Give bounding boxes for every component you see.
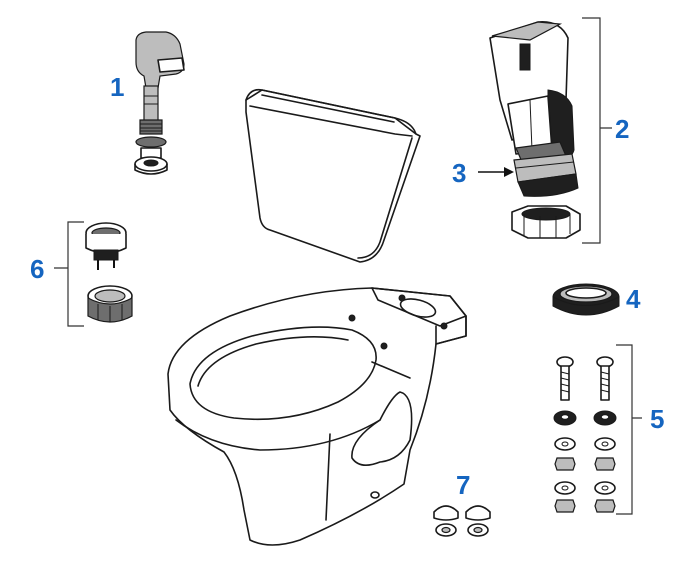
bracket-part-6 (54, 221, 84, 327)
arrow-part-3 (478, 167, 514, 177)
push-button-part (85, 222, 133, 323)
callout-6: 6 (30, 254, 45, 284)
callout-4: 4 (626, 284, 641, 314)
bracket-part-5 (616, 344, 642, 515)
callout-2: 2 (615, 114, 630, 144)
toilet-tank (245, 88, 421, 263)
toilet-bowl (167, 287, 467, 546)
callout-7: 7 (456, 470, 471, 500)
bolt-caps-part (433, 505, 491, 537)
bracket-part-2 (582, 17, 612, 244)
callout-3: 3 (452, 158, 467, 188)
flush-valve-part (489, 21, 581, 239)
bowl-gasket-part (552, 283, 620, 316)
fill-valve-part (134, 31, 185, 175)
bolt-kit-part (553, 356, 617, 513)
callout-5: 5 (650, 404, 665, 434)
callout-1: 1 (110, 72, 125, 102)
